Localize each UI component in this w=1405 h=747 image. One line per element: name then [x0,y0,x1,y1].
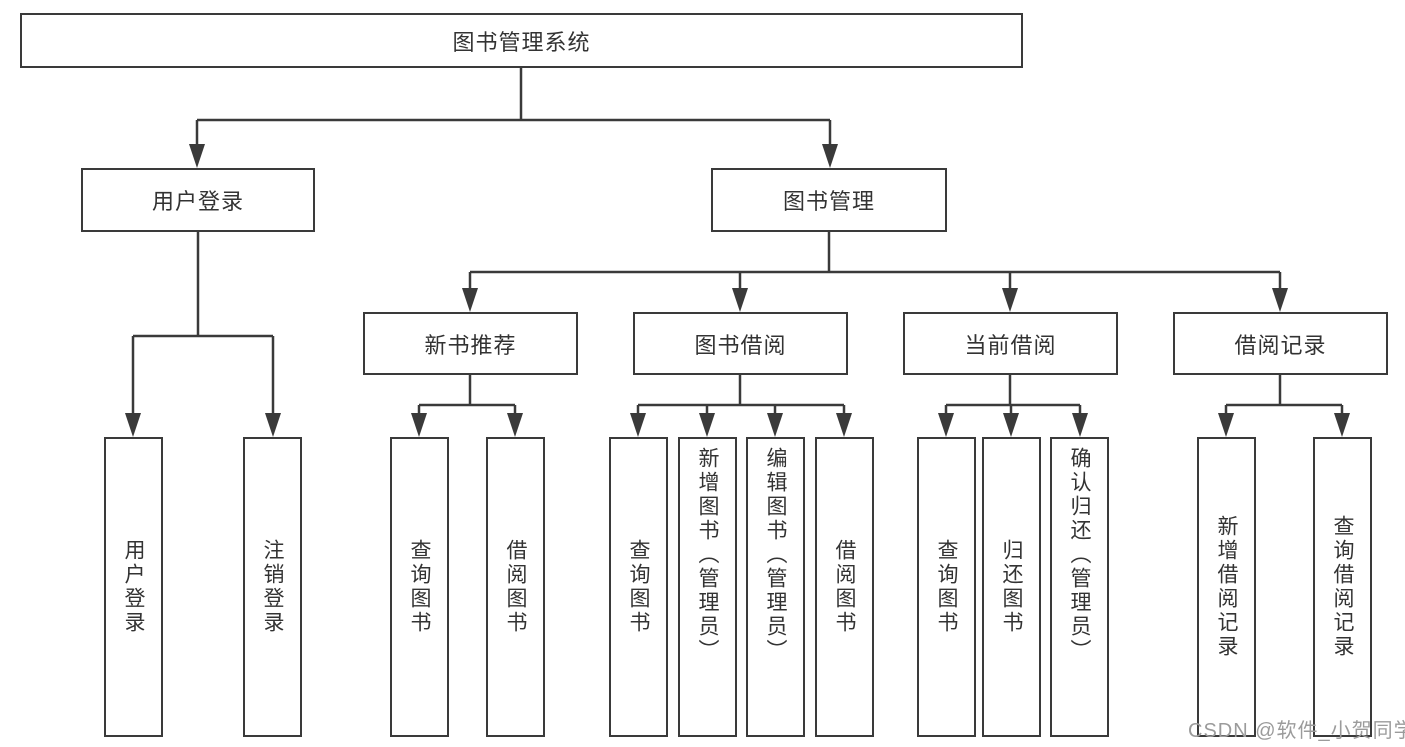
arrowhead-down-icon [189,144,205,168]
arrowhead-down-icon [1072,413,1088,437]
arrowhead-down-icon [938,413,954,437]
arrowhead-down-icon [411,413,427,437]
arrowhead-down-icon [630,413,646,437]
arrowhead-down-icon [1334,413,1350,437]
node-cb-return-book: 归还图书 [982,437,1041,737]
node-current-borrow: 当前借阅 [903,312,1118,375]
arrowhead-down-icon [462,288,478,312]
watermark: CSDN @软件_小贺同学 [1188,720,1405,742]
node-br-query-record: 查询借阅记录 [1313,437,1372,737]
node-bb-borrow-book: 借阅图书 [815,437,874,737]
arrowhead-down-icon [836,413,852,437]
arrowhead-down-icon [699,413,715,437]
node-book-mgmt: 图书管理 [711,168,947,232]
node-rec-query-book: 查询图书 [390,437,449,737]
node-logout: 注销登录 [243,437,302,737]
node-br-add-record: 新增借阅记录 [1197,437,1256,737]
node-login: 用户登录 [104,437,163,737]
arrowhead-down-icon [1218,413,1234,437]
node-cb-query-book: 查询图书 [917,437,976,737]
node-cb-confirm: 确认归还（管理员） [1050,437,1109,737]
node-user-login: 用户登录 [81,168,315,232]
arrowhead-down-icon [767,413,783,437]
arrowhead-down-icon [822,144,838,168]
node-root: 图书管理系统 [20,13,1023,68]
arrowhead-down-icon [1272,288,1288,312]
arrowhead-down-icon [1002,288,1018,312]
node-book-borrow: 图书借阅 [633,312,848,375]
node-bb-query-book: 查询图书 [609,437,668,737]
arrowhead-down-icon [125,413,141,437]
node-new-book-rec: 新书推荐 [363,312,578,375]
node-bb-edit-book: 编辑图书（管理员） [746,437,805,737]
arrowhead-down-icon [265,413,281,437]
node-bb-add-book: 新增图书（管理员） [678,437,737,737]
arrowhead-down-icon [507,413,523,437]
arrowhead-down-icon [732,288,748,312]
node-borrow-record: 借阅记录 [1173,312,1388,375]
arrowhead-down-icon [1003,413,1019,437]
node-rec-borrow-book: 借阅图书 [486,437,545,737]
